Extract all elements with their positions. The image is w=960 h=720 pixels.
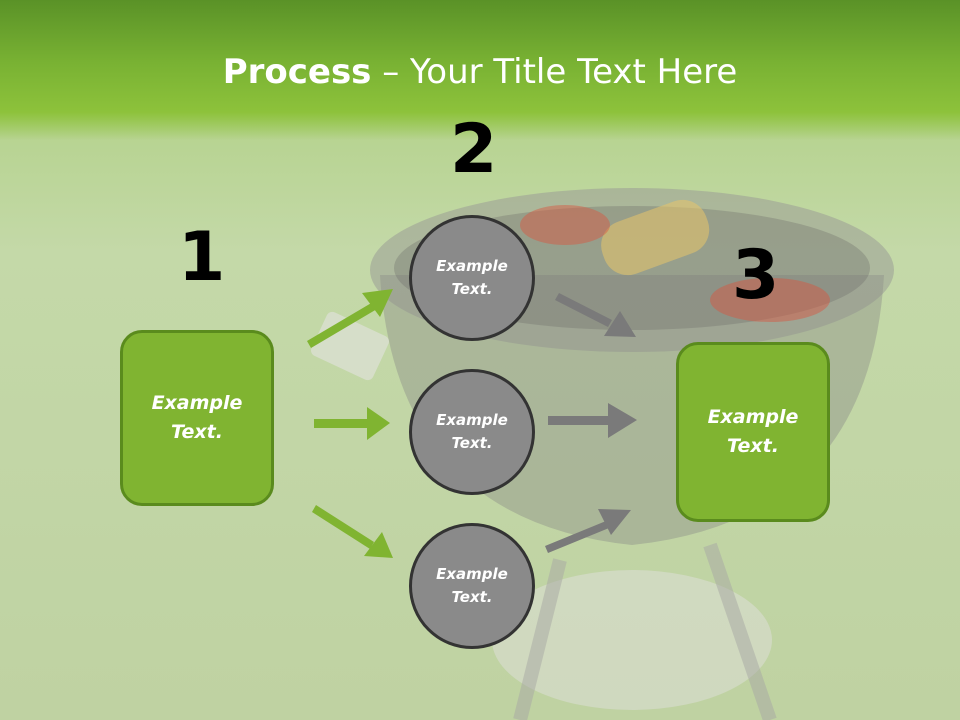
right-text-box: Example Text. — [676, 342, 830, 522]
circle-middle: Example Text. — [409, 369, 535, 495]
circle-bottom: Example Text. — [409, 523, 535, 649]
step-number-3: 3 — [732, 236, 780, 315]
title-bold: Process — [222, 52, 372, 92]
gray-arrow-down-icon — [555, 293, 636, 337]
slide-title: Process – Your Title Text Here — [0, 52, 960, 92]
step-number-2: 2 — [450, 110, 498, 189]
left-text-box: Example Text. — [120, 330, 274, 506]
title-rest: – Your Title Text Here — [371, 52, 738, 92]
step-number-1: 1 — [178, 218, 226, 297]
green-arrow-right-icon — [314, 407, 390, 440]
green-arrow-up-icon — [307, 289, 393, 348]
gray-arrow-right-icon — [548, 403, 637, 438]
gray-arrow-up-icon — [545, 509, 631, 553]
green-arrow-down-icon — [312, 505, 393, 558]
circle-top: Example Text. — [409, 215, 535, 341]
header-band — [0, 0, 960, 140]
